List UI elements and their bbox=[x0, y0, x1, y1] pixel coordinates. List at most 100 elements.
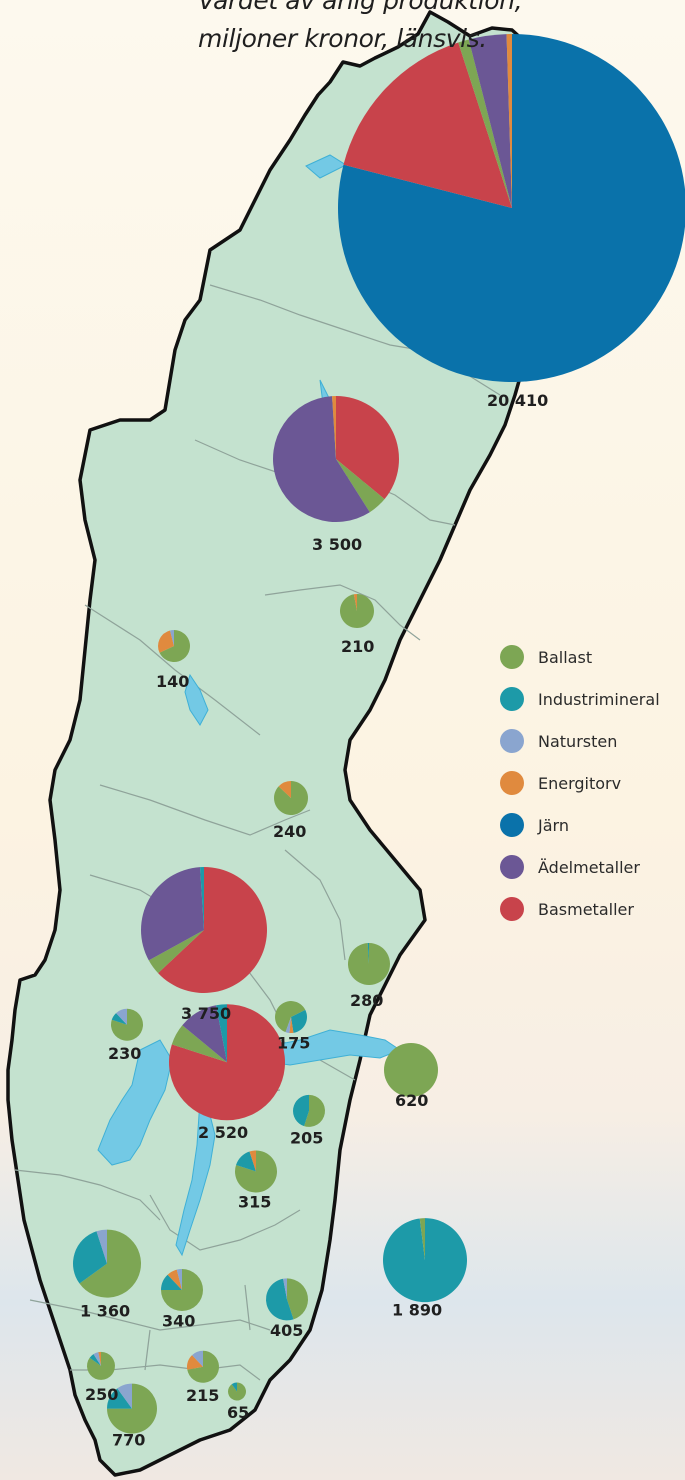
legend-label: Järn bbox=[538, 815, 569, 835]
pie-value-label: 250 bbox=[85, 1385, 118, 1404]
pie-slice bbox=[291, 1009, 307, 1033]
pie-slice bbox=[278, 781, 291, 798]
pie-slice bbox=[93, 1352, 101, 1366]
pie-charts bbox=[73, 34, 685, 1434]
pie-value-label: 620 bbox=[395, 1091, 428, 1110]
legend-swatch-ballast bbox=[500, 645, 524, 669]
pie-slice bbox=[265, 1278, 294, 1321]
legend: Ballast Industrimineral Natursten Energi… bbox=[500, 636, 660, 930]
pie-chart bbox=[161, 1269, 203, 1312]
pie-slice bbox=[384, 1042, 438, 1097]
pie-slice bbox=[506, 34, 512, 208]
pie-slice bbox=[339, 594, 374, 629]
pie-slice bbox=[110, 1008, 143, 1041]
pie-slice bbox=[111, 1013, 127, 1025]
pie-slice bbox=[419, 1218, 425, 1261]
pie-slice bbox=[289, 1017, 294, 1034]
pie-value-label: 175 bbox=[277, 1034, 310, 1053]
pie-slice bbox=[283, 1278, 287, 1300]
legend-swatch-jarn bbox=[500, 813, 524, 837]
pie-value-label: 65 bbox=[227, 1403, 249, 1422]
pie-slice bbox=[383, 1218, 468, 1303]
pie-slice bbox=[332, 396, 336, 459]
pie-value-label: 240 bbox=[273, 822, 306, 841]
pie-chart bbox=[141, 867, 267, 993]
pie-slice bbox=[79, 1229, 142, 1298]
pie-slice bbox=[171, 1025, 227, 1063]
pie-slice bbox=[468, 34, 512, 208]
pie-chart bbox=[107, 1383, 157, 1434]
pie-slice bbox=[107, 1388, 132, 1409]
pie-slice bbox=[228, 1382, 247, 1401]
pie-slice bbox=[458, 39, 512, 209]
pie-slice bbox=[116, 1008, 127, 1025]
legend-label: Basmetaller bbox=[538, 899, 634, 919]
pie-slice bbox=[347, 943, 390, 986]
legend-swatch-industrimineral bbox=[500, 687, 524, 711]
pie-slice bbox=[216, 1004, 227, 1063]
pie-slice bbox=[275, 1001, 306, 1033]
pie-slice bbox=[96, 1229, 107, 1264]
legend-swatch-natursten bbox=[500, 729, 524, 753]
pie-slice bbox=[186, 1355, 203, 1370]
pie-value-label: 3 750 bbox=[181, 1004, 231, 1023]
pie-slice bbox=[148, 930, 204, 974]
pie-slice bbox=[231, 1382, 237, 1392]
pie-value-label: 210 bbox=[341, 637, 374, 656]
legend-item: Industrimineral bbox=[500, 678, 660, 720]
legend-item: Ädelmetaller bbox=[500, 846, 660, 888]
legend-label: Ballast bbox=[538, 647, 593, 667]
pie-slice bbox=[98, 1351, 101, 1366]
pie-chart bbox=[384, 1042, 438, 1097]
pie-slice bbox=[159, 630, 191, 662]
pie-slice bbox=[200, 867, 204, 930]
pie-chart bbox=[186, 1350, 219, 1383]
map-title-line2: miljoner kronor, länsvis. bbox=[198, 24, 487, 53]
pie-chart bbox=[273, 781, 308, 815]
legend-item: Energitorv bbox=[500, 762, 660, 804]
pie-value-label: 340 bbox=[162, 1312, 195, 1331]
pie-chart bbox=[265, 1278, 309, 1321]
pie-slice bbox=[273, 781, 308, 815]
pie-chart bbox=[275, 1001, 307, 1034]
pie-slice bbox=[343, 42, 512, 208]
pie-slice bbox=[141, 867, 204, 961]
pie-slice bbox=[89, 1354, 101, 1366]
pie-chart bbox=[235, 1150, 277, 1193]
pie-chart bbox=[73, 1229, 142, 1298]
pie-chart bbox=[347, 943, 390, 986]
pie-chart bbox=[158, 630, 191, 662]
pie-chart bbox=[110, 1008, 143, 1041]
pie-slice bbox=[187, 1350, 219, 1383]
legend-label: Ädelmetaller bbox=[538, 857, 640, 877]
pie-slice bbox=[285, 1017, 291, 1033]
pie-slice bbox=[161, 1274, 182, 1291]
pie-slice bbox=[158, 630, 174, 653]
pie-slice bbox=[367, 943, 369, 964]
legend-item: Basmetaller bbox=[500, 888, 660, 930]
pie-slice bbox=[338, 34, 685, 382]
pie-slice bbox=[236, 1151, 256, 1172]
pie-value-label: 1 890 bbox=[392, 1301, 442, 1320]
pie-slice bbox=[192, 1350, 203, 1367]
legend-item: Järn bbox=[500, 804, 660, 846]
pie-value-label: 140 bbox=[156, 672, 189, 691]
pie-slice bbox=[273, 396, 370, 523]
pie-slice bbox=[117, 1383, 132, 1409]
pie-value-label: 1 360 bbox=[80, 1301, 130, 1320]
pie-chart bbox=[339, 594, 374, 629]
pie-chart bbox=[338, 34, 685, 382]
pie-value-label: 20 410 bbox=[487, 391, 548, 410]
pie-value-label: 205 bbox=[290, 1128, 323, 1147]
legend-label: Natursten bbox=[538, 731, 618, 751]
legend-swatch-energitorv bbox=[500, 771, 524, 795]
pie-chart bbox=[169, 1004, 286, 1121]
pie-slice bbox=[73, 1231, 107, 1284]
legend-swatch-basmetaller bbox=[500, 897, 524, 921]
pie-slice bbox=[249, 1150, 256, 1172]
pie-slice bbox=[176, 1269, 182, 1291]
pie-chart bbox=[383, 1218, 468, 1303]
pie-slice bbox=[169, 1004, 286, 1121]
pie-chart bbox=[228, 1382, 247, 1401]
